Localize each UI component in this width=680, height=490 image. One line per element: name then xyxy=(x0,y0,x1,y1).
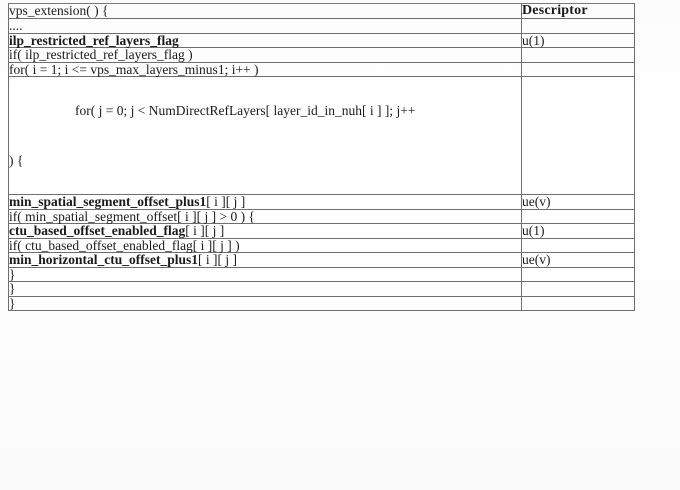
table-row: ctu_based_offset_enabled_flag[ i ][ j ] … xyxy=(8,223,635,239)
descriptor-cell xyxy=(521,237,635,253)
descriptor-cell xyxy=(521,76,635,195)
table-row: } xyxy=(8,266,635,282)
syntax-cell-for-j-loop-line1: for( j = 0; j < NumDirectRefLayers[ laye… xyxy=(75,103,416,118)
table-row: for( j = 0; j < NumDirectRefLayers[ laye… xyxy=(8,76,635,195)
syntax-cell-ctu-based-offset-enabled-flag: ctu_based_offset_enabled_flag[ i ][ j ] xyxy=(8,223,522,239)
descriptor-cell: u(1) xyxy=(521,223,635,239)
descriptor-cell xyxy=(521,18,635,34)
syntax-cell-if-ilp-restricted: if( ilp_restricted_ref_layers_flag ) xyxy=(8,47,522,63)
header-descriptor-cell: Descriptor xyxy=(521,3,635,19)
syntax-cell-ellipsis: .... xyxy=(8,18,522,34)
table-row: ilp_restricted_ref_layers_flag u(1) xyxy=(8,32,635,48)
syntax-element-name: min_spatial_segment_offset_plus1 xyxy=(9,194,207,209)
syntax-cell-closing-brace-inner: } xyxy=(8,266,522,282)
syntax-cell-for-j-loop: for( j = 0; j < NumDirectRefLayers[ laye… xyxy=(8,76,522,195)
syntax-element-subscript: [ i ][ j ] xyxy=(206,194,246,209)
table-row: } xyxy=(8,281,635,297)
descriptor-cell: ue(v) xyxy=(521,252,635,268)
table-row: if( ctu_based_offset_enabled_flag[ i ][ … xyxy=(8,237,635,253)
table-header-row: vps_extension( ) { Descriptor xyxy=(8,3,635,19)
syntax-cell-for-i-loop: for( i = 1; i <= vps_max_layers_minus1; … xyxy=(8,61,522,77)
syntax-cell-if-min-spatial-segment-offset: if( min_spatial_segment_offset[ i ][ j ]… xyxy=(8,208,522,224)
descriptor-cell: ue(v) xyxy=(521,194,635,210)
descriptor-cell xyxy=(521,208,635,224)
syntax-element-subscript: [ i ][ j ] xyxy=(198,252,237,267)
descriptor-cell xyxy=(521,47,635,63)
table-row: if( ilp_restricted_ref_layers_flag ) xyxy=(8,47,635,63)
syntax-cell-closing-brace-outer: } xyxy=(8,295,522,311)
syntax-cell-min-spatial-segment-offset-plus1: min_spatial_segment_offset_plus1[ i ][ j… xyxy=(8,194,522,210)
syntax-element-name: min_horizontal_ctu_offset_plus1 xyxy=(9,252,198,267)
table-row: } xyxy=(8,295,635,311)
table-row: if( min_spatial_segment_offset[ i ][ j ]… xyxy=(8,208,635,224)
syntax-cell-min-horizontal-ctu-offset-plus1: min_horizontal_ctu_offset_plus1[ i ][ j … xyxy=(8,252,522,268)
table-row: min_horizontal_ctu_offset_plus1[ i ][ j … xyxy=(8,252,635,268)
descriptor-cell xyxy=(521,281,635,297)
descriptor-cell xyxy=(521,266,635,282)
descriptor-cell: u(1) xyxy=(521,32,635,48)
descriptor-cell xyxy=(521,295,635,311)
syntax-element-subscript: [ i ][ j ] xyxy=(185,223,225,238)
syntax-specification-table: vps_extension( ) { Descriptor .... ilp_r… xyxy=(8,3,635,311)
syntax-element-name: ctu_based_offset_enabled_flag xyxy=(9,223,186,238)
header-syntax-cell: vps_extension( ) { xyxy=(8,3,522,19)
table-row: min_spatial_segment_offset_plus1[ i ][ j… xyxy=(8,194,635,210)
syntax-cell-for-j-loop-line2: ) { xyxy=(9,152,24,168)
descriptor-cell xyxy=(521,61,635,77)
syntax-cell-if-ctu-based-offset-enabled-flag: if( ctu_based_offset_enabled_flag[ i ][ … xyxy=(8,237,522,253)
table-row: .... xyxy=(8,18,635,34)
syntax-cell-ilp-restricted-ref-layers-flag: ilp_restricted_ref_layers_flag xyxy=(8,32,522,48)
table-row: for( i = 1; i <= vps_max_layers_minus1; … xyxy=(8,61,635,77)
syntax-cell-closing-brace-middle: } xyxy=(8,281,522,297)
